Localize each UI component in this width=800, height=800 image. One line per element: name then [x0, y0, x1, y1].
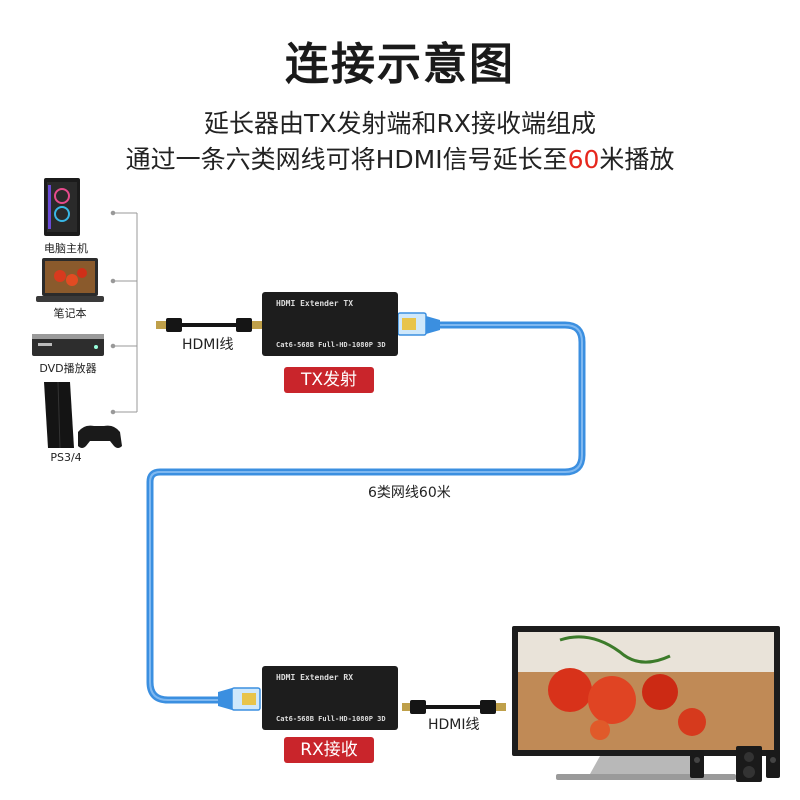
- rx-brand-text: HDMI Extender RX: [276, 673, 354, 682]
- desktop-pc-icon: [44, 178, 80, 236]
- monitor-icon: [512, 626, 780, 780]
- subtitle-line-2: 通过一条六类网线可将HDMI信号延长至60米播放: [0, 140, 800, 176]
- subtitle-line-2-suffix: 米播放: [599, 145, 675, 174]
- page-title: 连接示意图: [285, 39, 515, 90]
- speakers-icon: [690, 746, 780, 782]
- hdmi-cable-tx: [156, 318, 262, 332]
- network-cable-label: 6类网线60米: [368, 485, 451, 501]
- hdmi-cable-rx: [402, 700, 506, 714]
- source-label-console: PS3/4: [50, 451, 82, 464]
- subtitle-line-2-prefix: 通过一条六类网线可将HDMI信号延长至: [125, 145, 568, 174]
- source-label-dvd: DVD播放器: [39, 362, 97, 375]
- hdmi-cable-label-rx: HDMI线: [428, 717, 480, 733]
- source-label-laptop: 笔记本: [53, 307, 87, 320]
- rx-extender-box: HDMI Extender RX Cat6-568B Full-HD-1080P…: [262, 666, 398, 730]
- tx-spec-text: Cat6-568B Full-HD-1080P 3D: [276, 341, 386, 349]
- dvd-player-icon: [32, 334, 104, 356]
- source-label-desktop: 电脑主机: [44, 242, 88, 255]
- tx-extender-box: HDMI Extender TX Cat6-568B Full-HD-1080P…: [262, 292, 398, 356]
- subtitle-line-1: 延长器由TX发射端和RX接收端组成: [204, 109, 596, 138]
- rx-spec-text: Cat6-568B Full-HD-1080P 3D: [276, 715, 386, 723]
- rj45-connector-rx: [218, 687, 261, 711]
- rj45-connector-tx: [397, 312, 440, 336]
- tx-badge: TX发射: [284, 367, 374, 393]
- tx-brand-text: HDMI Extender TX: [276, 299, 354, 308]
- game-console-icon: [44, 381, 122, 449]
- laptop-icon: [36, 258, 104, 302]
- rx-badge: RX接收: [284, 737, 374, 763]
- hdmi-cable-label-tx: HDMI线: [182, 337, 234, 353]
- source-bracket: [110, 210, 138, 415]
- subtitle-distance-highlight: 60: [567, 145, 600, 174]
